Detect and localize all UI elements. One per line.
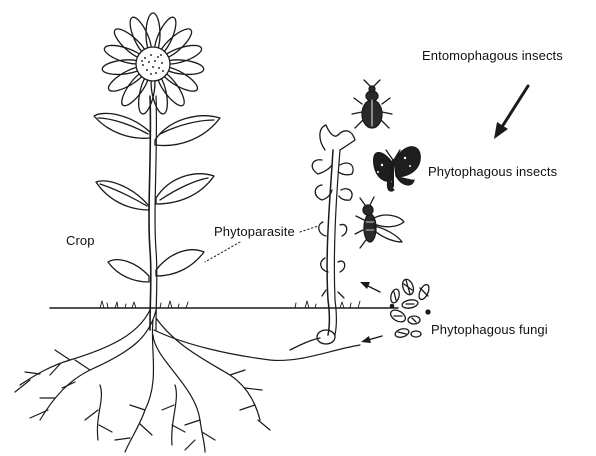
entomophagous-arrow-shaft — [500, 86, 528, 130]
moth-insect — [374, 147, 420, 191]
beetle-insect — [352, 80, 392, 128]
crop-roots — [15, 310, 360, 452]
phytoparasite-plant — [290, 125, 355, 350]
entomophagous-arrowhead — [494, 122, 508, 139]
fly-insect — [355, 197, 404, 248]
grass-tufts — [100, 301, 360, 308]
sunflower-head — [102, 13, 205, 115]
label-entomophagous-insects: Entomophagous insects — [422, 48, 563, 63]
label-crop: Crop — [66, 233, 95, 248]
label-phytophagous-fungi: Phytophagous fungi — [431, 322, 548, 337]
label-phytophagous-insects: Phytophagous insects — [428, 164, 557, 179]
label-phytoparasite: Phytoparasite — [214, 224, 295, 239]
